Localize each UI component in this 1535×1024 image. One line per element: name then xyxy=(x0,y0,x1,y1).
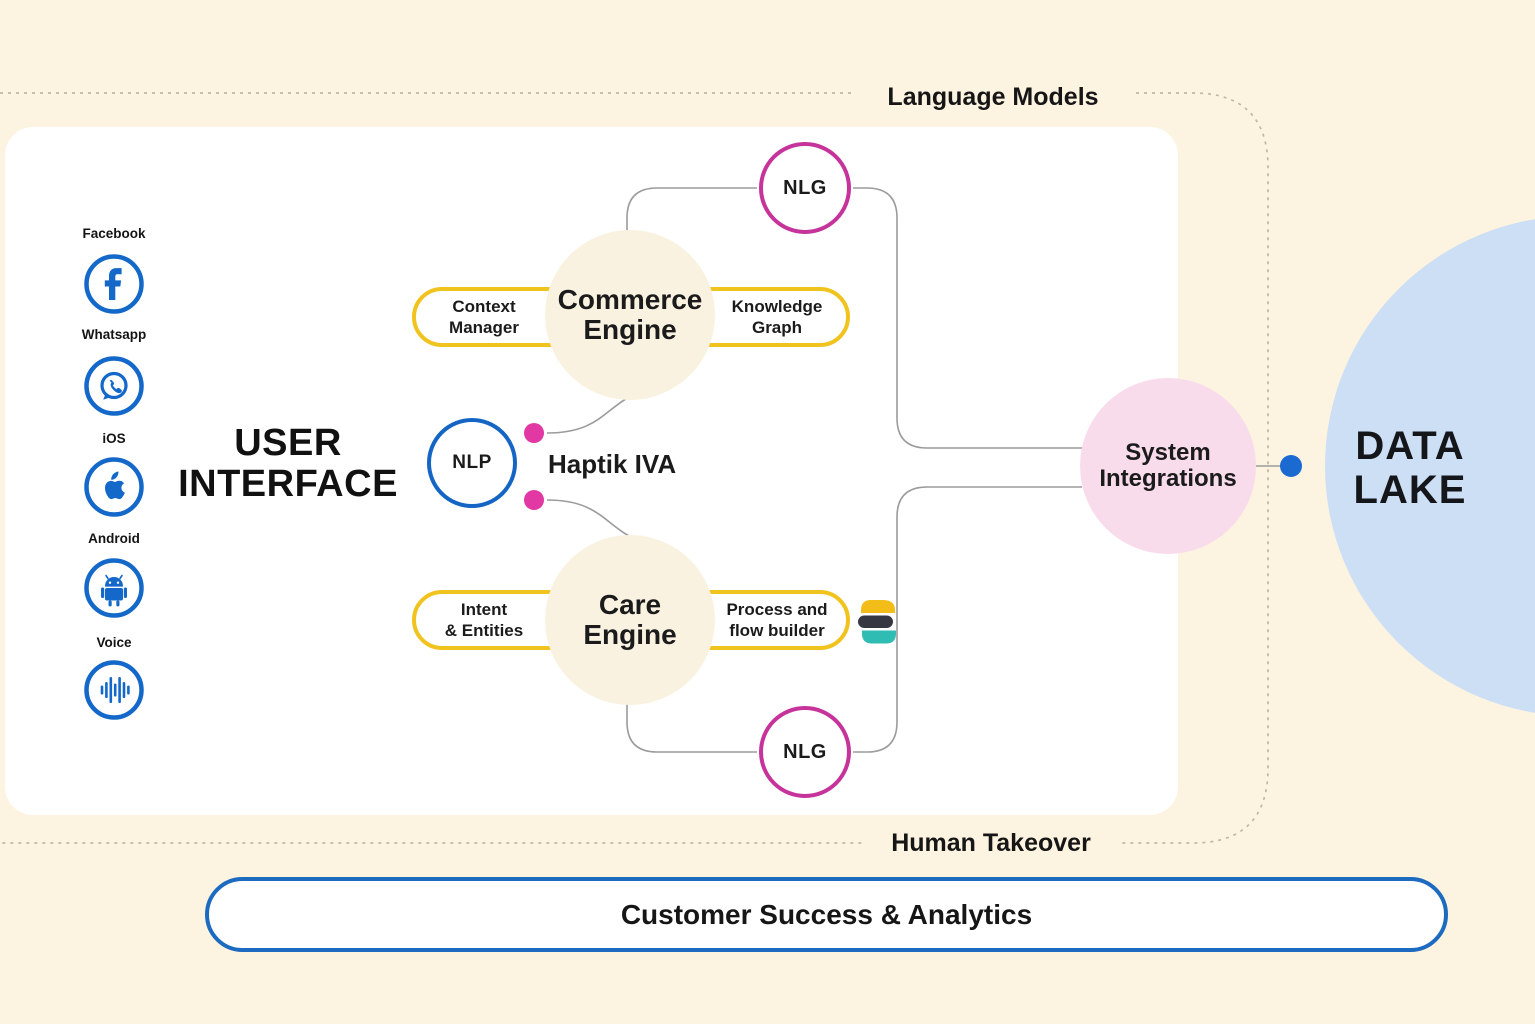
channel-label-android: Android xyxy=(88,531,140,546)
user-interface-line2: INTERFACE xyxy=(178,463,398,505)
commerce-engine-line1: Commerce xyxy=(557,284,703,315)
context-manager-label: Context Manager xyxy=(449,297,519,337)
channel-label-ios: iOS xyxy=(102,431,126,446)
elastic-logo-icon xyxy=(856,600,898,649)
process-flow-builder-label: Process and flow builder xyxy=(726,600,828,640)
apple-icon xyxy=(83,456,145,518)
care-engine-line2: Engine xyxy=(583,619,677,650)
nlp-node: NLP xyxy=(427,418,517,508)
blue-connector-dot xyxy=(1280,455,1302,477)
care-engine-node: Care Engine xyxy=(545,535,715,705)
human-takeover-label: Human Takeover xyxy=(862,823,1120,863)
nlg-bottom-node: NLG xyxy=(759,706,851,798)
user-interface-title: USER INTERFACE xyxy=(168,423,408,505)
channel-label-whatsapp: Whatsapp xyxy=(81,327,147,342)
data-lake-label: DATA LAKE xyxy=(1353,424,1467,512)
commerce-engine-node: Commerce Engine xyxy=(545,230,715,400)
magenta-dot-top xyxy=(524,423,544,443)
language-models-label: Language Models xyxy=(855,77,1131,117)
system-integrations-node: System Integrations xyxy=(1080,378,1256,554)
care-engine-line1: Care xyxy=(598,589,662,620)
customer-success-analytics-bar: Customer Success & Analytics xyxy=(205,877,1448,952)
channel-label-voice: Voice xyxy=(96,635,132,650)
intent-entities-label: Intent & Entities xyxy=(444,600,524,640)
whatsapp-icon xyxy=(83,355,145,417)
android-icon xyxy=(83,557,145,619)
nlg-top-node: NLG xyxy=(759,142,851,234)
haptik-iva-label: Haptik IVA xyxy=(548,449,677,479)
facebook-icon xyxy=(83,253,145,315)
voice-waveform-icon xyxy=(83,659,145,721)
channel-label-facebook: Facebook xyxy=(82,226,146,241)
magenta-dot-bottom xyxy=(524,490,544,510)
user-interface-line1: USER xyxy=(234,422,342,464)
knowledge-graph-label: Knowledge Graph xyxy=(731,297,823,337)
commerce-engine-line2: Engine xyxy=(583,314,677,345)
